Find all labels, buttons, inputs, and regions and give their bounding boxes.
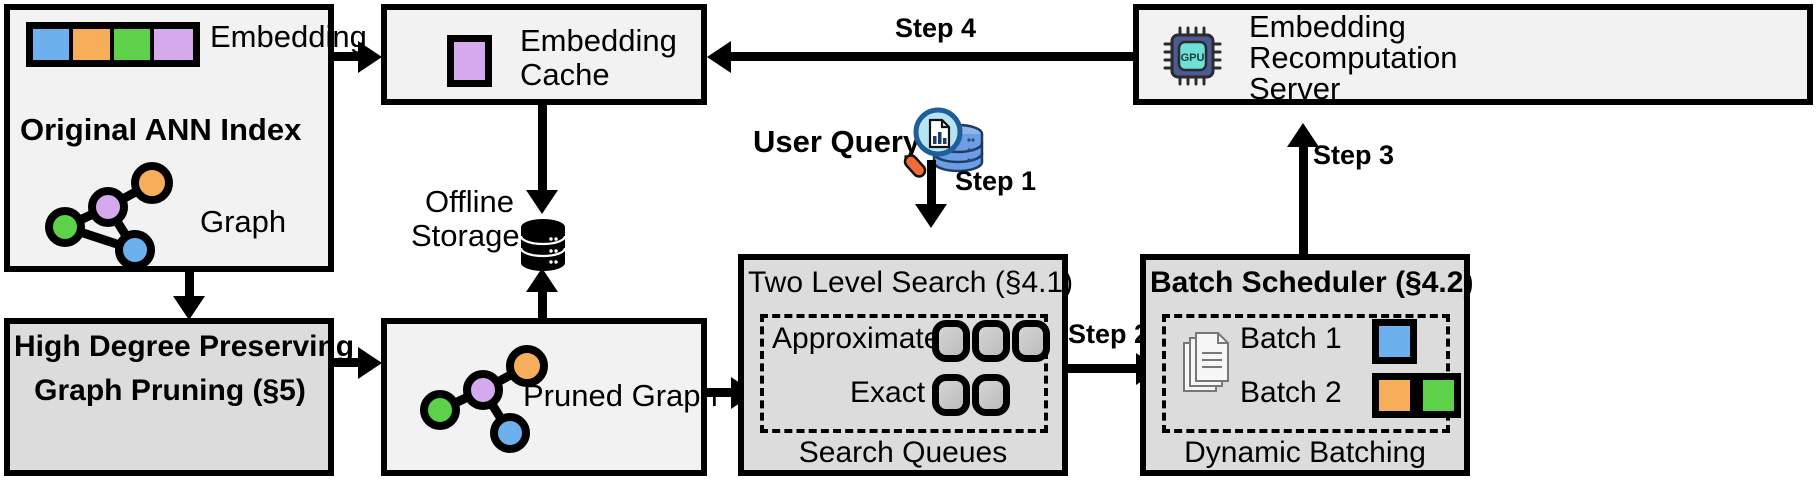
dynamic-batching-footer: Dynamic Batching <box>1184 436 1426 469</box>
graph-label: Graph <box>200 204 287 239</box>
recomputation-server-line2: Recomputation <box>1249 40 1458 75</box>
search-row-label-approximate: Approximate <box>772 322 941 355</box>
arrow-pruned-graph-to-storage-line <box>538 290 547 322</box>
step2-label: Step 2 <box>1068 319 1150 349</box>
embedding-label: Embedding <box>210 19 367 54</box>
graph-pruning-line2: Graph Pruning (§5) <box>34 374 306 407</box>
arrow-step1-head <box>915 204 947 228</box>
arrow-step1-line <box>927 160 936 206</box>
search-queue-item <box>932 374 970 416</box>
arrow-pruning-to-pruned-graph-line <box>334 358 362 367</box>
batch-scheduler-title: Batch Scheduler (§4.2) <box>1150 266 1474 299</box>
offline-storage-line1: Offline <box>425 184 515 219</box>
step4-label: Step 4 <box>895 13 977 43</box>
batch-2-swatch-green <box>1416 373 1461 418</box>
node-embedding-cache <box>381 4 707 105</box>
pruned-graph-label: Pruned Graph <box>523 378 718 413</box>
batch-1-swatch-blue <box>1372 319 1417 364</box>
batch-2-swatch-orange <box>1372 373 1417 418</box>
graph-pruning-line1: High Degree Preserving <box>14 330 355 363</box>
step1-label: Step 1 <box>955 166 1037 196</box>
node-recomputation-server <box>1133 4 1813 105</box>
two-level-search-title: Two Level Search (§4.1) <box>748 266 1074 299</box>
arrow-index-to-cache-head <box>358 41 382 73</box>
search-queue-item <box>932 320 970 362</box>
original-ann-index-title: Original ANN Index <box>20 112 302 147</box>
embedding-cache-line1: Embedding <box>520 23 677 58</box>
arrow-pruning-to-pruned-graph-head <box>358 347 382 379</box>
embedding-cache-line2: Cache <box>520 57 610 92</box>
search-queue-item <box>972 374 1010 416</box>
batch-label-1: Batch 1 <box>1240 322 1342 355</box>
user-query-label: User Query <box>753 124 921 159</box>
embedding-cache-swatch-icon <box>447 35 492 87</box>
search-queues-group <box>760 314 1048 433</box>
embedding-cell-orange <box>73 29 114 60</box>
gpu-chip-icon: GPU <box>1163 26 1222 86</box>
arrow-index-to-pruning-line <box>185 272 194 300</box>
search-queue-item <box>1012 320 1050 362</box>
search-queues-footer: Search Queues <box>798 436 1008 469</box>
recomputation-server-line1: Embedding <box>1249 9 1406 44</box>
embedding-cell-green <box>113 29 154 60</box>
embedding-cell-purple <box>153 29 194 60</box>
offline-storage-line2: Storage <box>411 218 520 253</box>
node-two-level-search <box>738 254 1068 476</box>
step3-label: Step 3 <box>1313 140 1395 170</box>
arrow-step4-line <box>731 52 1133 61</box>
arrow-cache-to-storage-line <box>538 105 547 191</box>
arrow-index-to-pruning-head <box>173 296 205 320</box>
arrow-pruned-graph-to-storage-head <box>526 268 558 292</box>
batch-label-2: Batch 2 <box>1240 376 1342 409</box>
search-database-icon <box>903 107 984 178</box>
node-graph-pruning <box>4 318 334 476</box>
embedding-strip-icon <box>26 22 200 67</box>
database-cylinder-icon <box>519 219 567 271</box>
original-graph-icon <box>45 162 173 270</box>
pruned-graph-icon <box>420 345 548 453</box>
embedding-cell-blue <box>33 29 74 60</box>
recomputation-server-line3: Server <box>1249 71 1341 106</box>
arrow-step3-line <box>1299 145 1308 255</box>
arrow-cache-to-storage-head <box>526 190 558 214</box>
arrow-step4-head <box>707 41 731 73</box>
arrow-step3-head <box>1287 123 1319 147</box>
search-queue-item <box>972 320 1010 362</box>
arrow-index-to-cache-line <box>334 52 362 61</box>
arrow-step2-line <box>1068 364 1140 373</box>
arrow-pruned-graph-to-search-line <box>707 388 735 397</box>
documents-stack-icon <box>1183 332 1229 392</box>
search-row-label-exact: Exact <box>850 376 926 409</box>
svg-text:GPU: GPU <box>1181 52 1205 64</box>
